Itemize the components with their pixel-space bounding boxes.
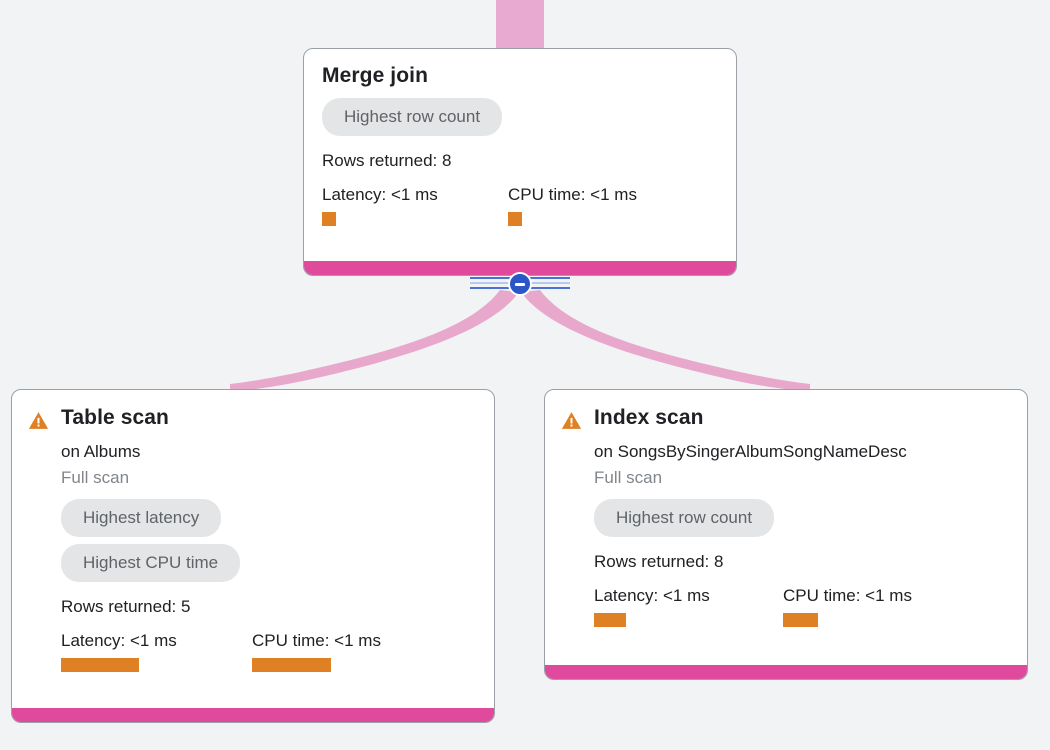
node-metrics: Latency: <1 ms CPU time: <1 ms <box>322 184 718 226</box>
metric-cpu-time-bar <box>252 658 331 672</box>
edge-merge-join-to-table-scan <box>230 290 519 392</box>
metric-latency-bar <box>322 212 336 226</box>
node-chip-list: Highest row count <box>594 499 912 544</box>
minus-glyph <box>515 283 525 286</box>
collapse-children-toggle[interactable] <box>470 272 570 296</box>
rows-returned-text: Rows returned: 8 <box>322 151 452 170</box>
node-scan-type: Full scan <box>61 468 130 487</box>
node-scan-type: Full scan <box>594 468 663 487</box>
metric-latency-label: Latency: <1 ms <box>594 586 710 605</box>
node-title: Merge join <box>322 64 429 87</box>
node-body: Table scan on Albums Full scan Highest l… <box>12 390 494 682</box>
metric-cpu-time: CPU time: <1 ms <box>783 585 912 627</box>
node-text-column: Merge join <box>322 63 428 89</box>
warning-triangle-icon <box>561 412 582 429</box>
node-title: Index scan <box>594 406 704 429</box>
plan-node-merge-join[interactable]: Merge join Highest row count Rows return… <box>303 48 737 276</box>
minus-icon[interactable] <box>508 272 532 296</box>
chip-highest-cpu-time[interactable]: Highest CPU time <box>61 544 241 582</box>
node-header: Merge join <box>322 63 718 89</box>
node-text-column: Index scan on SongsBySingerAlbumSongName… <box>594 405 912 627</box>
node-chip-list: Highest row count <box>322 98 718 143</box>
node-body: Merge join Highest row count Rows return… <box>304 49 736 236</box>
node-chip-list: Highest latency Highest CPU time <box>61 499 381 589</box>
metric-cpu-time-label: CPU time: <1 ms <box>508 185 637 204</box>
metric-cpu-time-label: CPU time: <1 ms <box>783 586 912 605</box>
chip-highest-row-count[interactable]: Highest row count <box>594 499 775 537</box>
metric-latency-bar <box>594 613 626 627</box>
edge-merge-join-to-index-scan <box>521 290 810 392</box>
plan-node-index-scan[interactable]: Index scan on SongsBySingerAlbumSongName… <box>544 389 1028 680</box>
metric-cpu-time-bar <box>783 613 818 627</box>
node-header: Table scan on Albums Full scan Highest l… <box>28 405 478 672</box>
node-accent-bar <box>304 261 736 275</box>
rows-returned-text: Rows returned: 8 <box>594 552 724 571</box>
chip-highest-row-count[interactable]: Highest row count <box>322 98 503 136</box>
metric-latency-label: Latency: <1 ms <box>322 185 438 204</box>
metric-cpu-time: CPU time: <1 ms <box>252 630 381 672</box>
metric-cpu-time-label: CPU time: <1 ms <box>252 631 381 650</box>
node-metrics: Latency: <1 ms CPU time: <1 ms <box>61 630 381 672</box>
node-header: Index scan on SongsBySingerAlbumSongName… <box>561 405 1011 627</box>
chip-highest-latency[interactable]: Highest latency <box>61 499 222 537</box>
metric-latency: Latency: <1 ms <box>594 585 783 627</box>
node-subtitle: on Albums <box>61 442 141 461</box>
node-body: Index scan on SongsBySingerAlbumSongName… <box>545 390 1027 637</box>
metric-latency-bar <box>61 658 139 672</box>
edge-incoming-merge-join <box>496 0 544 50</box>
node-title: Table scan <box>61 406 169 429</box>
metric-latency: Latency: <1 ms <box>61 630 252 672</box>
metric-cpu-time: CPU time: <1 ms <box>508 184 637 226</box>
rows-returned-text: Rows returned: 5 <box>61 597 191 616</box>
node-accent-bar <box>545 665 1027 679</box>
node-metrics: Latency: <1 ms CPU time: <1 ms <box>594 585 912 627</box>
metric-cpu-time-bar <box>508 212 522 226</box>
node-subtitle: on SongsBySingerAlbumSongNameDesc <box>594 442 907 461</box>
node-accent-bar <box>12 708 494 722</box>
plan-node-table-scan[interactable]: Table scan on Albums Full scan Highest l… <box>11 389 495 723</box>
metric-latency-label: Latency: <1 ms <box>61 631 177 650</box>
node-text-column: Table scan on Albums Full scan Highest l… <box>61 405 381 672</box>
metric-latency: Latency: <1 ms <box>322 184 508 226</box>
warning-triangle-icon <box>28 412 49 429</box>
